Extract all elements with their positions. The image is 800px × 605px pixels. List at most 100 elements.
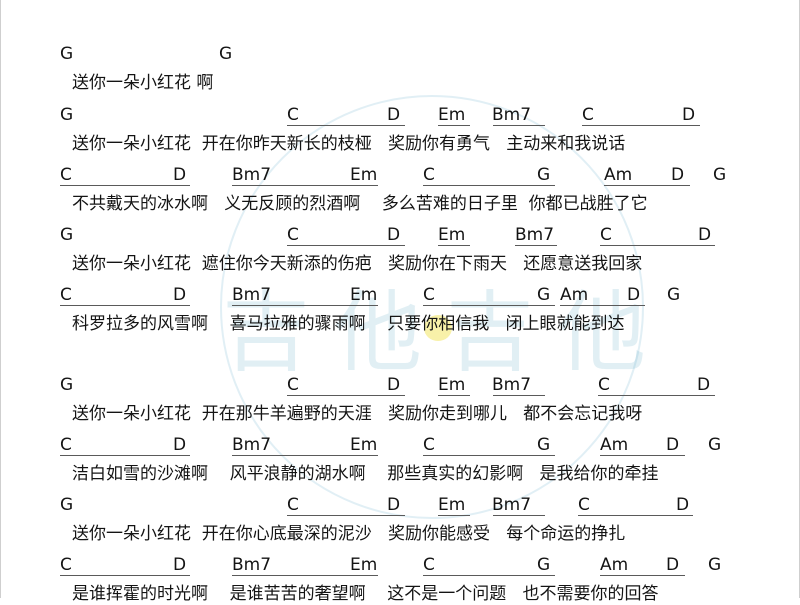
chord-symbol: D	[387, 375, 401, 395]
chord-symbol: Am	[600, 435, 629, 455]
chord-underline	[287, 515, 405, 516]
chord-underline	[232, 305, 378, 306]
chord-underline	[232, 575, 378, 576]
chord-symbol: G	[537, 285, 551, 305]
chord-underline	[438, 125, 470, 126]
chord-underline	[604, 185, 690, 186]
chord-symbol: C	[287, 225, 299, 245]
chord-underline	[60, 305, 190, 306]
chord-line: G C D Em Bm7 C D	[0, 375, 800, 397]
chord-symbol: Bm7	[232, 555, 272, 575]
lyric-line: 科罗拉多的风雪啊 喜马拉雅的骤雨啊 只要你相信我 闭上眼就能到达	[72, 314, 625, 334]
chord-symbol: C	[60, 435, 72, 455]
chord-symbol: C	[578, 495, 590, 515]
chord-underline	[493, 395, 545, 396]
chord-underline	[600, 455, 685, 456]
chord-underline	[493, 125, 545, 126]
chord-symbol: D	[387, 495, 401, 515]
lyric-line: 送你一朵小红花 开在你心底最深的泥沙 奖励你能感受 每个命运的挣扎	[72, 524, 626, 544]
chord-underline	[438, 395, 470, 396]
chord-symbol: D	[387, 225, 401, 245]
chord-symbol: C	[60, 555, 72, 575]
chord-underline	[438, 245, 470, 246]
chord-underline	[60, 455, 190, 456]
chord-line: C D Bm7 Em C G Am D G	[0, 555, 800, 577]
chord-symbol: D	[666, 555, 680, 575]
chord-symbol: G	[60, 44, 74, 64]
chord-symbol: G	[708, 555, 722, 575]
chord-underline	[560, 305, 645, 306]
chord-symbol: C	[60, 285, 72, 305]
chord-symbol: Am	[604, 165, 633, 185]
chord-underline	[598, 395, 715, 396]
chord-symbol: D	[173, 165, 187, 185]
chord-symbol: G	[713, 165, 727, 185]
chord-symbol: C	[287, 375, 299, 395]
chord-symbol: C	[423, 555, 435, 575]
chord-underline	[493, 515, 545, 516]
highlight-mark	[424, 315, 452, 341]
chord-underline	[423, 455, 555, 456]
chord-symbol: D	[697, 375, 711, 395]
chord-symbol: G	[219, 44, 233, 64]
lyric-line: 不共戴天的冰水啊 义无反顾的烈酒啊 多么苦难的日子里 你都已战胜了它	[72, 194, 648, 214]
chord-symbol: C	[287, 495, 299, 515]
chord-symbol: Em	[438, 225, 466, 245]
chord-symbol: D	[173, 435, 187, 455]
chord-underline	[232, 455, 378, 456]
chord-underline	[600, 575, 685, 576]
chord-symbol: C	[423, 285, 435, 305]
chord-underline	[578, 515, 693, 516]
chord-symbol: G	[537, 435, 551, 455]
chord-symbol: Em	[438, 375, 466, 395]
chord-underline	[600, 245, 715, 246]
chord-symbol: Am	[600, 555, 629, 575]
chord-underline	[423, 305, 555, 306]
chord-underline	[232, 185, 378, 186]
chord-symbol: C	[598, 375, 610, 395]
chord-underline	[60, 185, 190, 186]
chord-underline	[515, 245, 557, 246]
chord-underline	[423, 185, 555, 186]
chord-symbol: D	[173, 555, 187, 575]
chord-symbol: G	[537, 165, 551, 185]
chord-symbol: Bm7	[492, 375, 532, 395]
chord-symbol: Am	[560, 285, 589, 305]
chord-symbol: G	[60, 375, 74, 395]
chord-symbol: Bm7	[232, 165, 272, 185]
chord-symbol: Em	[350, 435, 378, 455]
chord-symbol: Bm7	[515, 225, 555, 245]
chord-symbol: D	[676, 495, 690, 515]
chord-underline	[287, 395, 405, 396]
chord-underline	[423, 575, 555, 576]
chord-symbol: G	[537, 555, 551, 575]
chord-symbol: G	[708, 435, 722, 455]
chord-symbol: C	[582, 105, 594, 125]
chord-symbol: D	[698, 225, 712, 245]
chord-symbol: Em	[350, 555, 378, 575]
chord-symbol: D	[627, 285, 641, 305]
chord-symbol: D	[173, 285, 187, 305]
chord-underline	[582, 125, 700, 126]
chord-symbol: C	[423, 165, 435, 185]
chord-symbol: D	[682, 105, 696, 125]
chord-symbol: Bm7	[492, 105, 532, 125]
lyric-line: 送你一朵小红花 遮住你今天新添的伤疤 奖励你在下雨天 还愿意送我回家	[72, 254, 643, 274]
chord-symbol: Bm7	[492, 495, 532, 515]
chord-symbol: Em	[350, 165, 378, 185]
chord-symbol: C	[287, 105, 299, 125]
chord-symbol: G	[60, 105, 74, 125]
chord-symbol: C	[600, 225, 612, 245]
left-border	[0, 0, 1, 598]
chord-symbol: C	[423, 435, 435, 455]
chord-symbol: Em	[438, 105, 466, 125]
chord-underline	[287, 245, 405, 246]
chord-underline	[60, 575, 190, 576]
